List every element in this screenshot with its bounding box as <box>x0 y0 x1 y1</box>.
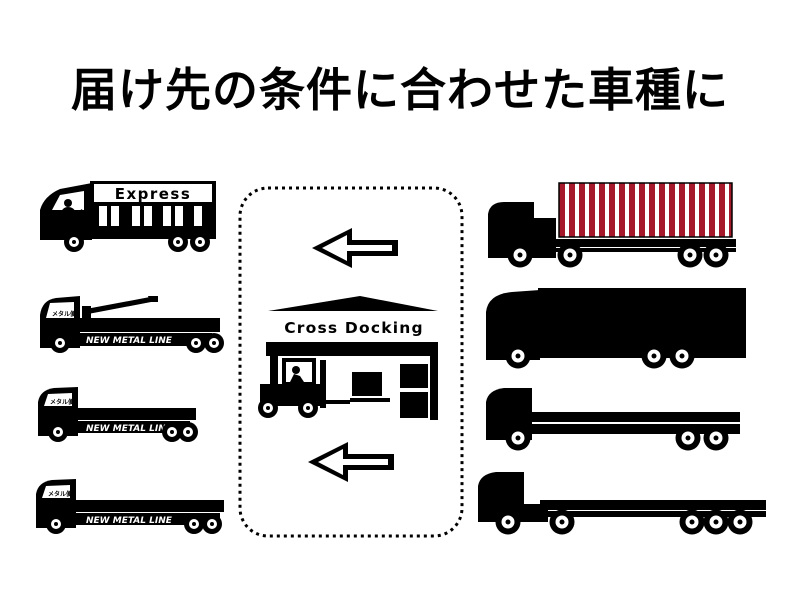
metal-line-label: NEW METAL LINE <box>86 516 173 526</box>
large-box-truck-icon <box>486 288 746 369</box>
slide-title: 届け先の条件に合わせた車種に <box>71 63 729 117</box>
metal-badge-label: メタル便 <box>52 310 77 318</box>
express-box-truck-icon: Express <box>40 181 216 252</box>
large-flatbed-truck-icon <box>486 388 740 451</box>
metal-badge-label: メタル便 <box>50 398 75 406</box>
flatbed-truck-icon: メタル便 NEW METAL LINE <box>38 387 198 442</box>
cross-docking-label: Cross Docking <box>284 319 424 337</box>
metal-line-label: NEW METAL LINE <box>86 336 173 346</box>
arrow-left-icon <box>308 442 394 482</box>
metal-line-label: NEW METAL LINE <box>86 424 173 434</box>
metal-badge-label: メタル便 <box>48 490 73 498</box>
flatbed-trailer-truck-icon <box>478 472 766 535</box>
express-label: Express <box>115 185 192 203</box>
crane-truck-icon: メタル便 NEW METAL LINE <box>40 296 224 353</box>
container-trailer-truck-icon <box>488 182 736 268</box>
arrow-left-icon <box>312 228 398 268</box>
forklift-icon <box>258 358 350 418</box>
cross-docking-warehouse-icon: Cross Docking <box>262 296 440 420</box>
flatbed-truck-icon: メタル便 NEW METAL LINE <box>36 479 224 534</box>
